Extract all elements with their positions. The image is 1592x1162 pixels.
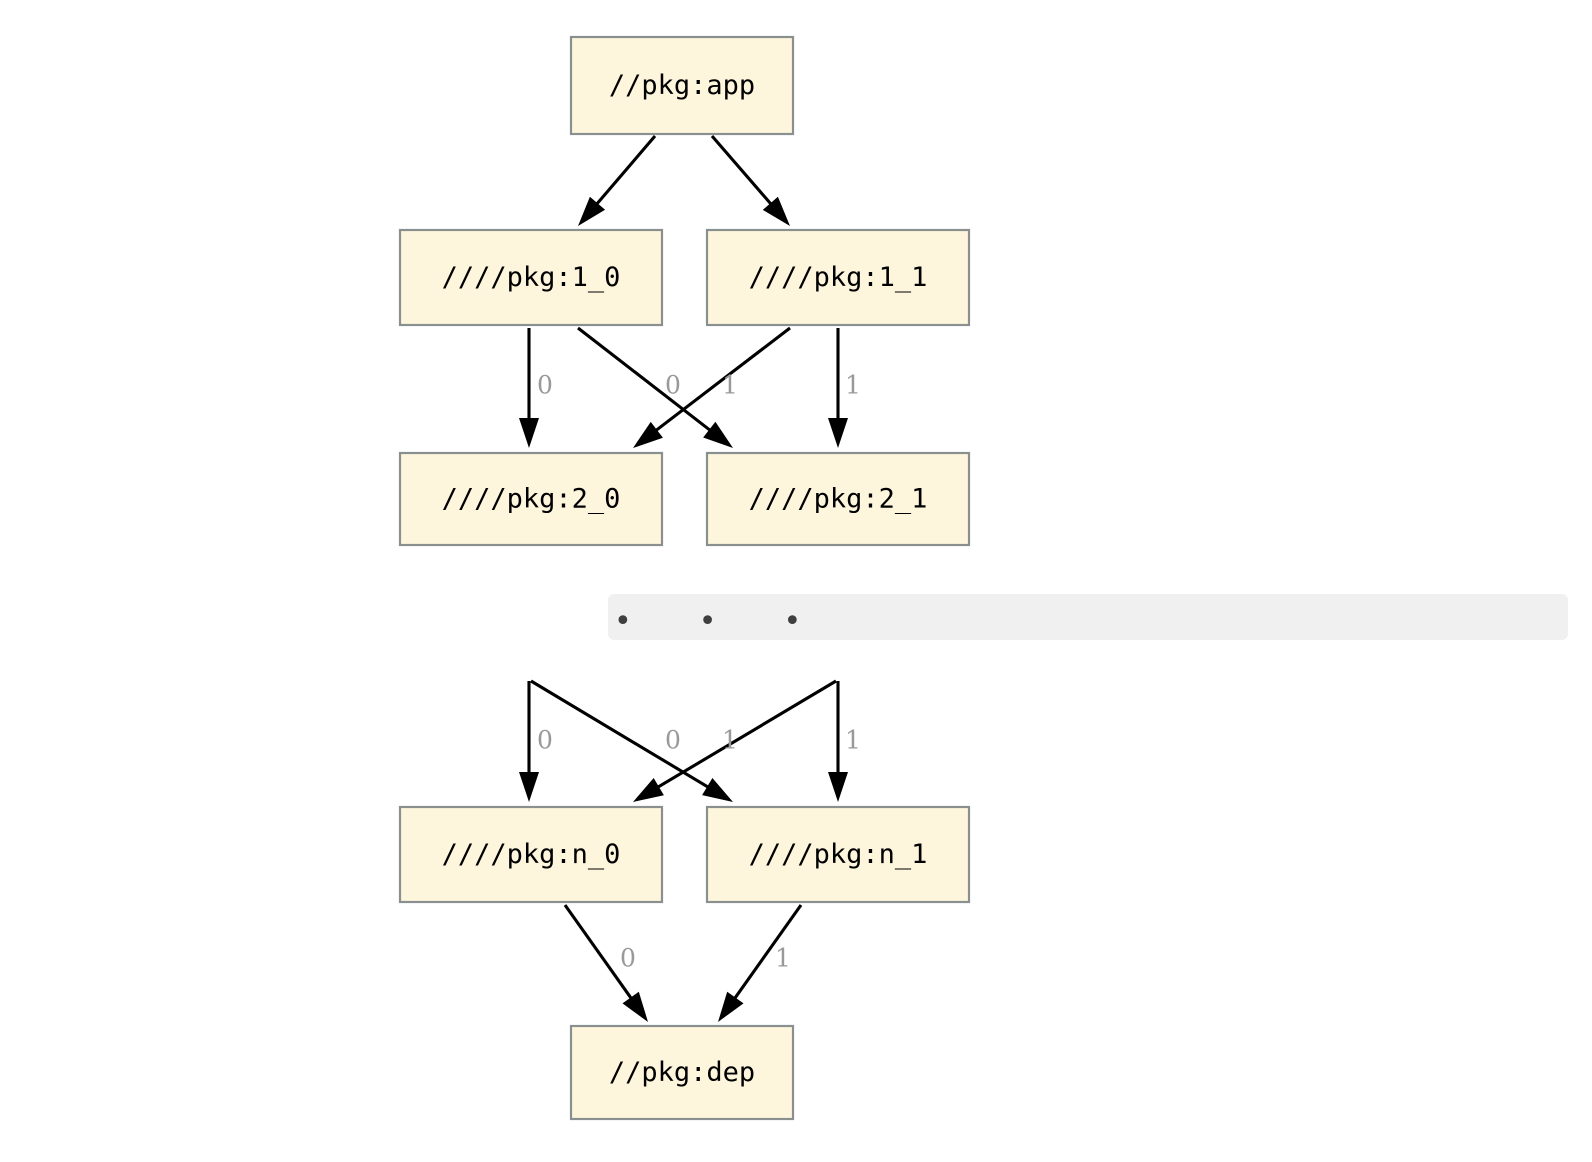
graph-edge [710,134,790,226]
edge-line [652,679,837,792]
graph-edge [577,326,733,448]
ellipsis-dots: • • • [614,604,818,639]
graph-node[interactable]: ////pkg:1_1 [705,228,971,327]
graph-edge [718,904,803,1022]
edge-arrowhead [828,772,848,802]
graph-edge [530,679,733,802]
edges-layer [519,134,848,1022]
node-box[interactable] [705,228,971,327]
edge-arrowhead [762,196,790,226]
graph-edge [828,328,848,448]
edge-arrowhead [578,196,606,226]
edge-arrowhead [702,778,733,802]
graph-node[interactable]: ////pkg:2_0 [398,451,664,547]
edge-arrowhead [633,421,663,448]
edge-line [577,326,715,435]
graph-node[interactable]: //pkg:app [569,35,795,136]
edge-line [592,134,657,209]
edge-arrowhead [718,991,744,1022]
graph-node[interactable]: //pkg:dep [569,1024,795,1121]
graph-node[interactable]: ////pkg:n_1 [705,805,971,904]
node-label: //pkg:app [609,70,755,101]
edge-label: 1 [775,944,791,973]
edge-label: 0 [665,371,681,400]
graph-edge [828,681,848,802]
node-box[interactable] [705,805,971,904]
graph-node[interactable]: ////pkg:2_1 [705,451,971,547]
graph-edge [563,904,648,1022]
edge-arrowhead [622,991,648,1022]
edge-line [530,679,714,791]
edge-label: 1 [722,726,738,755]
edge-line [651,326,791,435]
edge-line [730,904,803,1004]
edge-label: 0 [620,944,636,973]
edge-label: 1 [845,371,861,400]
graph-edge [519,328,539,448]
edge-label: 1 [722,371,738,400]
node-box[interactable] [705,451,971,547]
graph-edge [578,134,657,226]
edge-label: 0 [665,726,681,755]
node-label: ////pkg:1_0 [442,262,621,293]
edge-arrowhead [519,418,539,448]
edge-arrowhead [703,421,733,448]
node-box[interactable] [569,35,795,136]
edge-label: 1 [845,726,861,755]
node-label: ////pkg:1_1 [749,262,928,293]
node-box[interactable] [569,1024,795,1121]
node-box[interactable] [398,451,664,547]
edge-arrowhead [519,772,539,802]
edge-labels-layer: 0 0 1 1 0 0 1 1 0 1 [537,371,861,973]
graph-edge [519,681,539,802]
edge-line [710,134,776,209]
ellipsis-collapsed-band [608,594,1568,640]
node-label: ////pkg:n_0 [442,839,621,870]
edge-label: 0 [537,371,553,400]
node-label: ////pkg:2_0 [442,484,621,515]
graph-edge [633,679,837,802]
node-label: //pkg:dep [609,1057,755,1088]
edge-arrowhead [828,418,848,448]
graph-node[interactable]: ////pkg:1_0 [398,228,664,327]
graph-edge [633,326,791,448]
edge-arrowhead [633,778,664,802]
edge-line [563,904,636,1004]
nodes-layer: //pkg:app ////pkg:1_0 ////pkg:1_1 ////pkg:2… [398,35,971,1121]
graph-node[interactable]: ////pkg:n_0 [398,805,664,904]
node-box[interactable] [398,228,664,327]
edge-label: 0 [537,726,553,755]
node-label: ////pkg:n_1 [749,839,928,870]
node-box[interactable] [398,805,664,904]
node-label: ////pkg:2_1 [749,484,928,515]
